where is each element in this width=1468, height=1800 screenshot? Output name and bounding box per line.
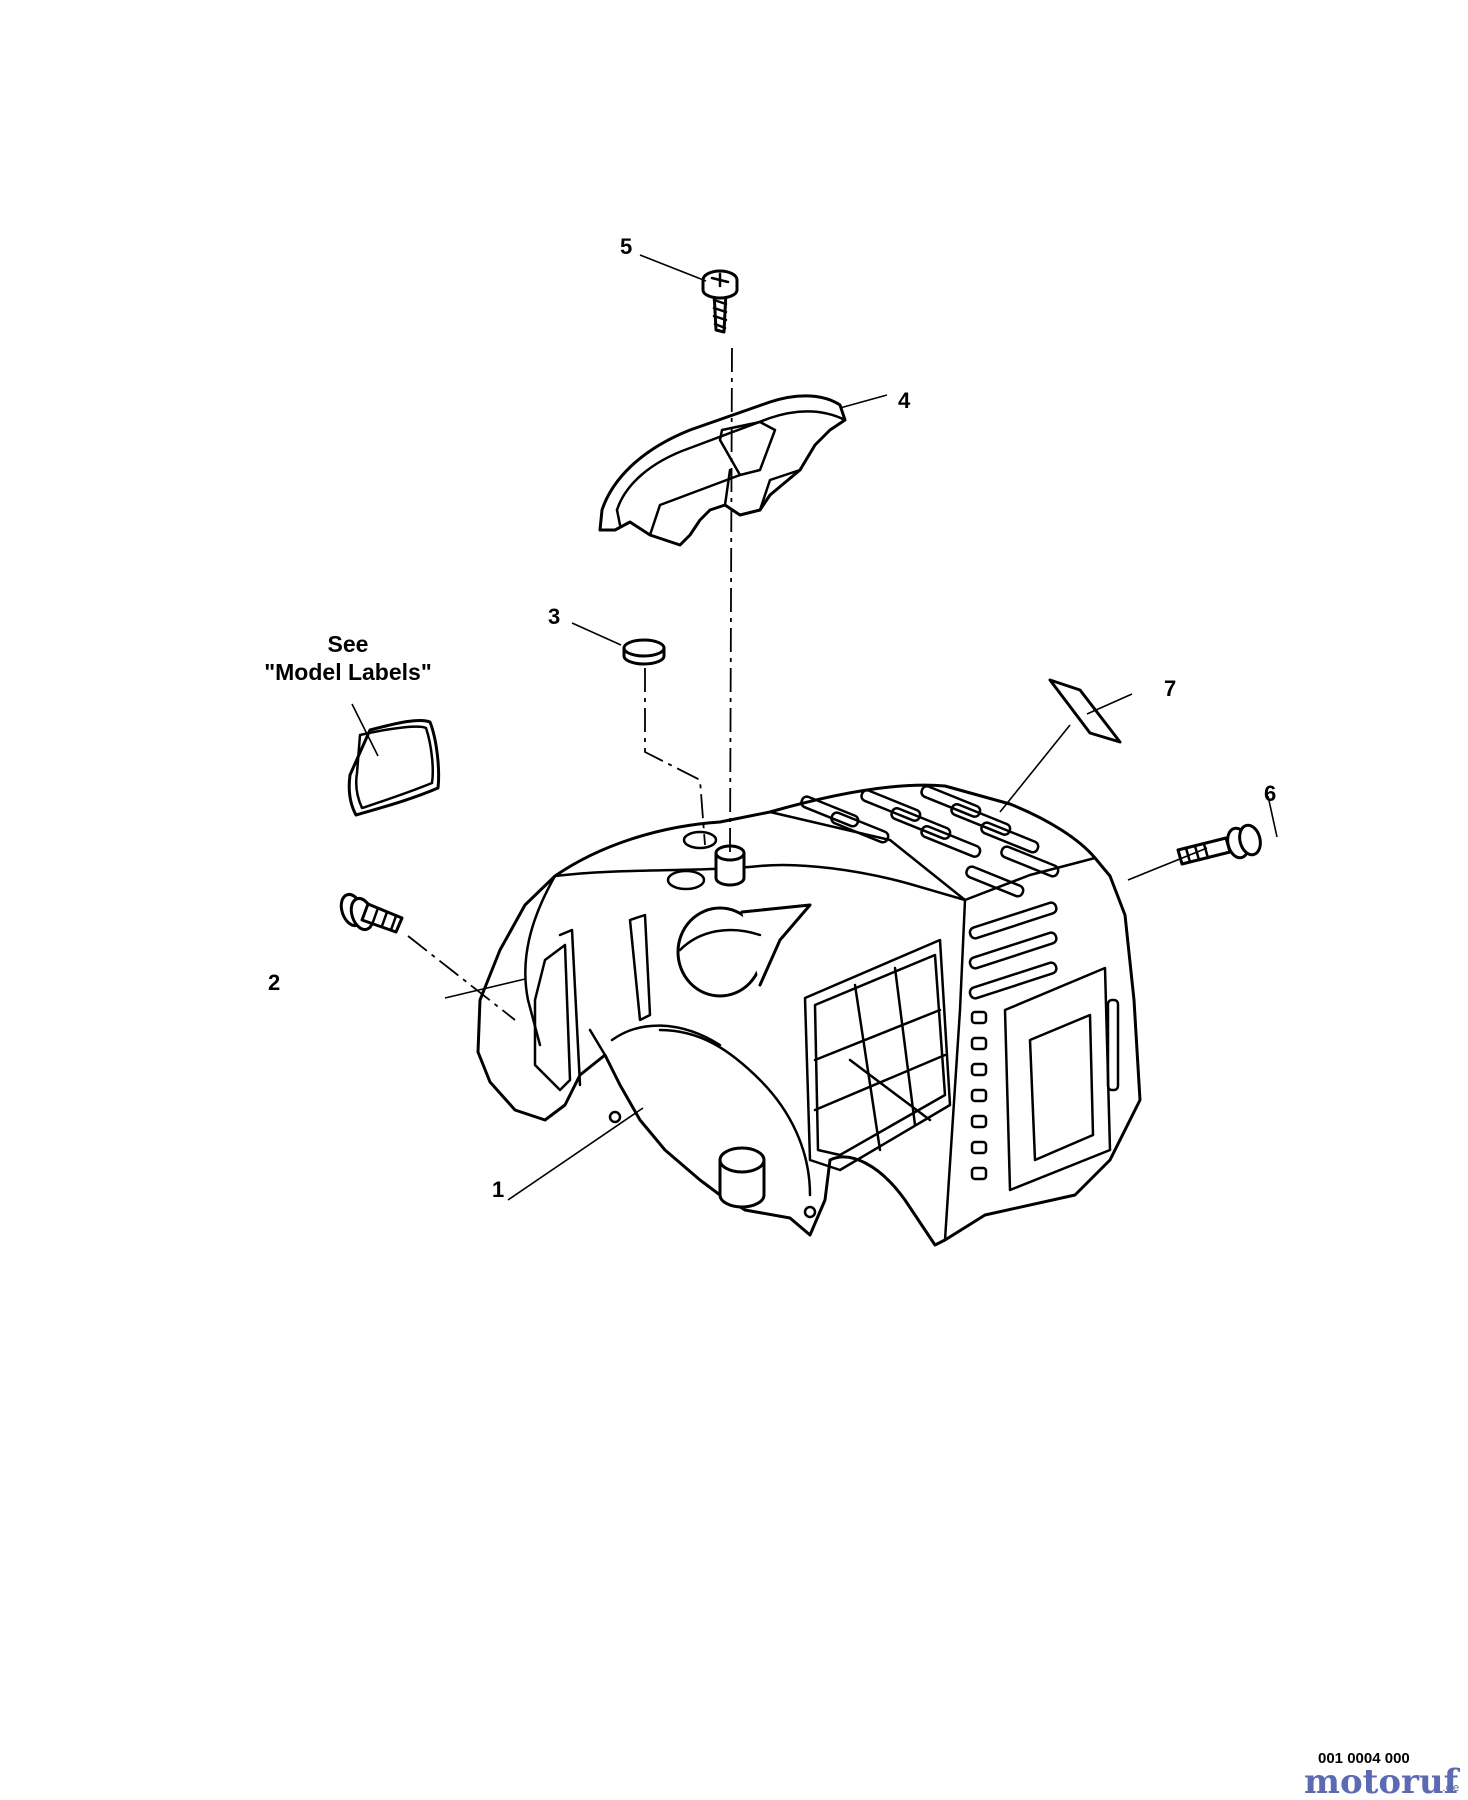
- model-label-decal: [347, 718, 441, 817]
- grommet-boss: [714, 844, 746, 887]
- screw-part-5: [701, 269, 739, 334]
- model-labels-note-line2: "Model Labels": [264, 659, 432, 685]
- callout-5: 5: [620, 234, 632, 259]
- side-vent-slots: [968, 901, 1058, 1181]
- bolt-part-6: [1176, 823, 1262, 866]
- callout-3: 3: [548, 604, 560, 629]
- watermark-suffix: .de: [1442, 1781, 1459, 1794]
- assembly-lines: [407, 344, 733, 1021]
- callout-7: 7: [1164, 676, 1176, 701]
- watermark-logo: motoruf .de: [1304, 1762, 1461, 1800]
- model-labels-note-line1: See: [328, 631, 369, 657]
- callout-6: 6: [1264, 781, 1276, 806]
- drawing-code: 001 0004 000: [1318, 1750, 1410, 1767]
- watermark-name: motoruf: [1304, 1762, 1461, 1800]
- leader-lines: [351, 254, 1278, 1201]
- top-cover-part-4: [598, 394, 847, 547]
- top-vent-slots: [800, 785, 1060, 898]
- bolt-part-2: [339, 892, 404, 934]
- engine-cover-part-1: [476, 783, 1142, 1247]
- callout-1: 1: [492, 1177, 504, 1202]
- callout-4: 4: [898, 388, 911, 413]
- callout-2: 2: [268, 970, 280, 995]
- air-filter-cover: [676, 903, 812, 998]
- label-decal-part-7: [1048, 678, 1122, 744]
- plug-part-3: [622, 638, 666, 666]
